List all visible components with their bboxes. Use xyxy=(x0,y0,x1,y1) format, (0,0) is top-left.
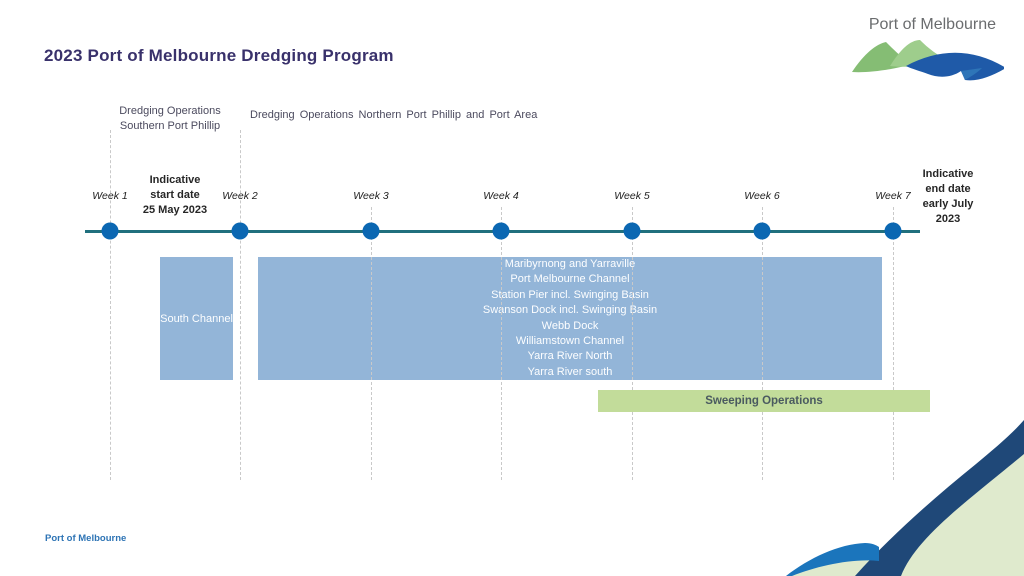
label-southern-operations: Dredging Operations Southern Port Philli… xyxy=(119,105,221,132)
bar-northern-line: Swanson Dock incl. Swinging Basin xyxy=(482,304,658,317)
week-2-label: Week 2 xyxy=(222,190,258,202)
week-4-gridline xyxy=(501,207,502,480)
week-5-gridline xyxy=(632,207,633,480)
bar-northern-line: Webb Dock xyxy=(541,319,599,332)
week-4-dot xyxy=(492,222,510,240)
corner-wave-decoration xyxy=(786,420,1024,576)
week-3-dot xyxy=(362,222,380,240)
bar-northern-line: Yarra River North xyxy=(527,350,613,363)
week-5-label: Week 5 xyxy=(614,190,650,202)
page-title: 2023 Port of Melbourne Dredging Program xyxy=(44,46,394,65)
bar-northern-line: Yarra River south xyxy=(527,365,613,378)
logo-text: Port of Melbourne xyxy=(868,16,996,33)
footer-brand: Port of Melbourne xyxy=(45,533,127,544)
start-date-note-line: start date xyxy=(150,189,200,201)
start-date-note-line: Indicative xyxy=(149,174,201,186)
end-date-note-line: early July xyxy=(922,198,974,210)
week-5-dot xyxy=(623,222,641,240)
bar-northern-operations: Maribyrnong and Yarraville Port Melbourn… xyxy=(258,257,882,380)
week-2-dot xyxy=(231,222,249,240)
week-6-gridline xyxy=(762,207,763,480)
end-date-note: Indicative end date early July 2023 xyxy=(923,167,974,227)
end-date-note-line: 2023 xyxy=(935,213,961,225)
week-4-label: Week 4 xyxy=(483,190,519,202)
week-1-label: Week 1 xyxy=(92,190,128,202)
end-date-note-line: end date xyxy=(925,183,971,195)
bar-northern-line: Port Melbourne Channel xyxy=(510,273,630,286)
label-northern-operations: Dredging Operations Northern Port Philli… xyxy=(250,109,538,121)
start-date-note: Indicative start date 25 May 2023 xyxy=(143,173,207,218)
start-date-note-line: 25 May 2023 xyxy=(142,204,208,216)
port-of-melbourne-logo-icon xyxy=(852,40,1004,81)
week-2-gridline xyxy=(240,130,241,480)
week-7-dot xyxy=(884,222,902,240)
week-3-gridline xyxy=(371,207,372,480)
bar-northern-line: Station Pier incl. Swinging Basin xyxy=(491,288,649,301)
bar-sweeping-operations: Sweeping Operations xyxy=(598,390,930,412)
week-7-label: Week 7 xyxy=(875,190,911,202)
bar-northern-line: Williamstown Channel xyxy=(515,334,625,347)
bar-south-channel-label: South Channel xyxy=(160,312,233,325)
week-1-dot xyxy=(101,222,119,240)
bar-south-channel: South Channel xyxy=(160,257,233,380)
week-3-label: Week 3 xyxy=(353,190,389,202)
end-date-note-line: Indicative xyxy=(922,168,974,180)
week-6-dot xyxy=(753,222,771,240)
week-1-gridline xyxy=(110,130,111,480)
bar-sweeping-label: Sweeping Operations xyxy=(705,395,823,407)
bar-northern-line: Maribyrnong and Yarraville xyxy=(504,257,636,270)
week-6-label: Week 6 xyxy=(744,190,780,202)
week-7-gridline xyxy=(893,207,894,480)
